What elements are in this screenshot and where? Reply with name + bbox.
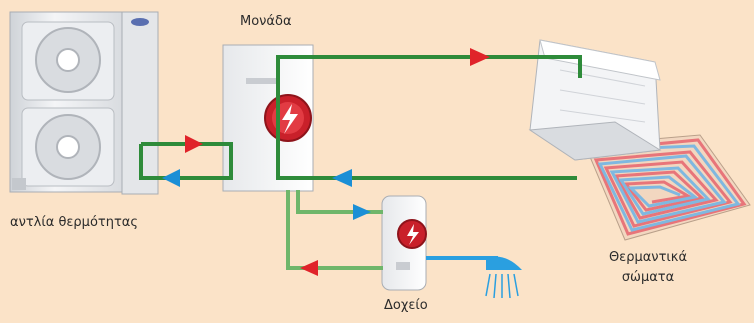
radiators-label-line1: Θερμαντικά — [608, 250, 688, 265]
arrow-cold-1 — [162, 169, 180, 187]
tank-unit — [381, 195, 427, 291]
shower — [426, 256, 522, 299]
flow-arrows — [162, 48, 490, 276]
arrow-cold-3 — [353, 204, 371, 220]
arrow-cold-2 — [332, 169, 352, 187]
tank-pipe-loop — [286, 190, 383, 270]
indoor-unit — [222, 44, 314, 192]
heat-pump-unit — [9, 11, 159, 195]
tank-label: Δοχείο — [384, 298, 428, 313]
underfloor-heating — [584, 134, 751, 241]
radiator-unit — [528, 39, 662, 161]
arrow-hot-2 — [470, 48, 490, 66]
arrow-hot-1 — [185, 135, 203, 153]
unit-label: Μονάδα — [240, 14, 292, 29]
heat-pump-label: αντλία θερμότητας — [10, 215, 139, 230]
arrow-hot-3 — [300, 260, 318, 276]
main-pipe-loop — [139, 55, 582, 180]
radiators-label-line2: σώματα — [621, 270, 675, 285]
